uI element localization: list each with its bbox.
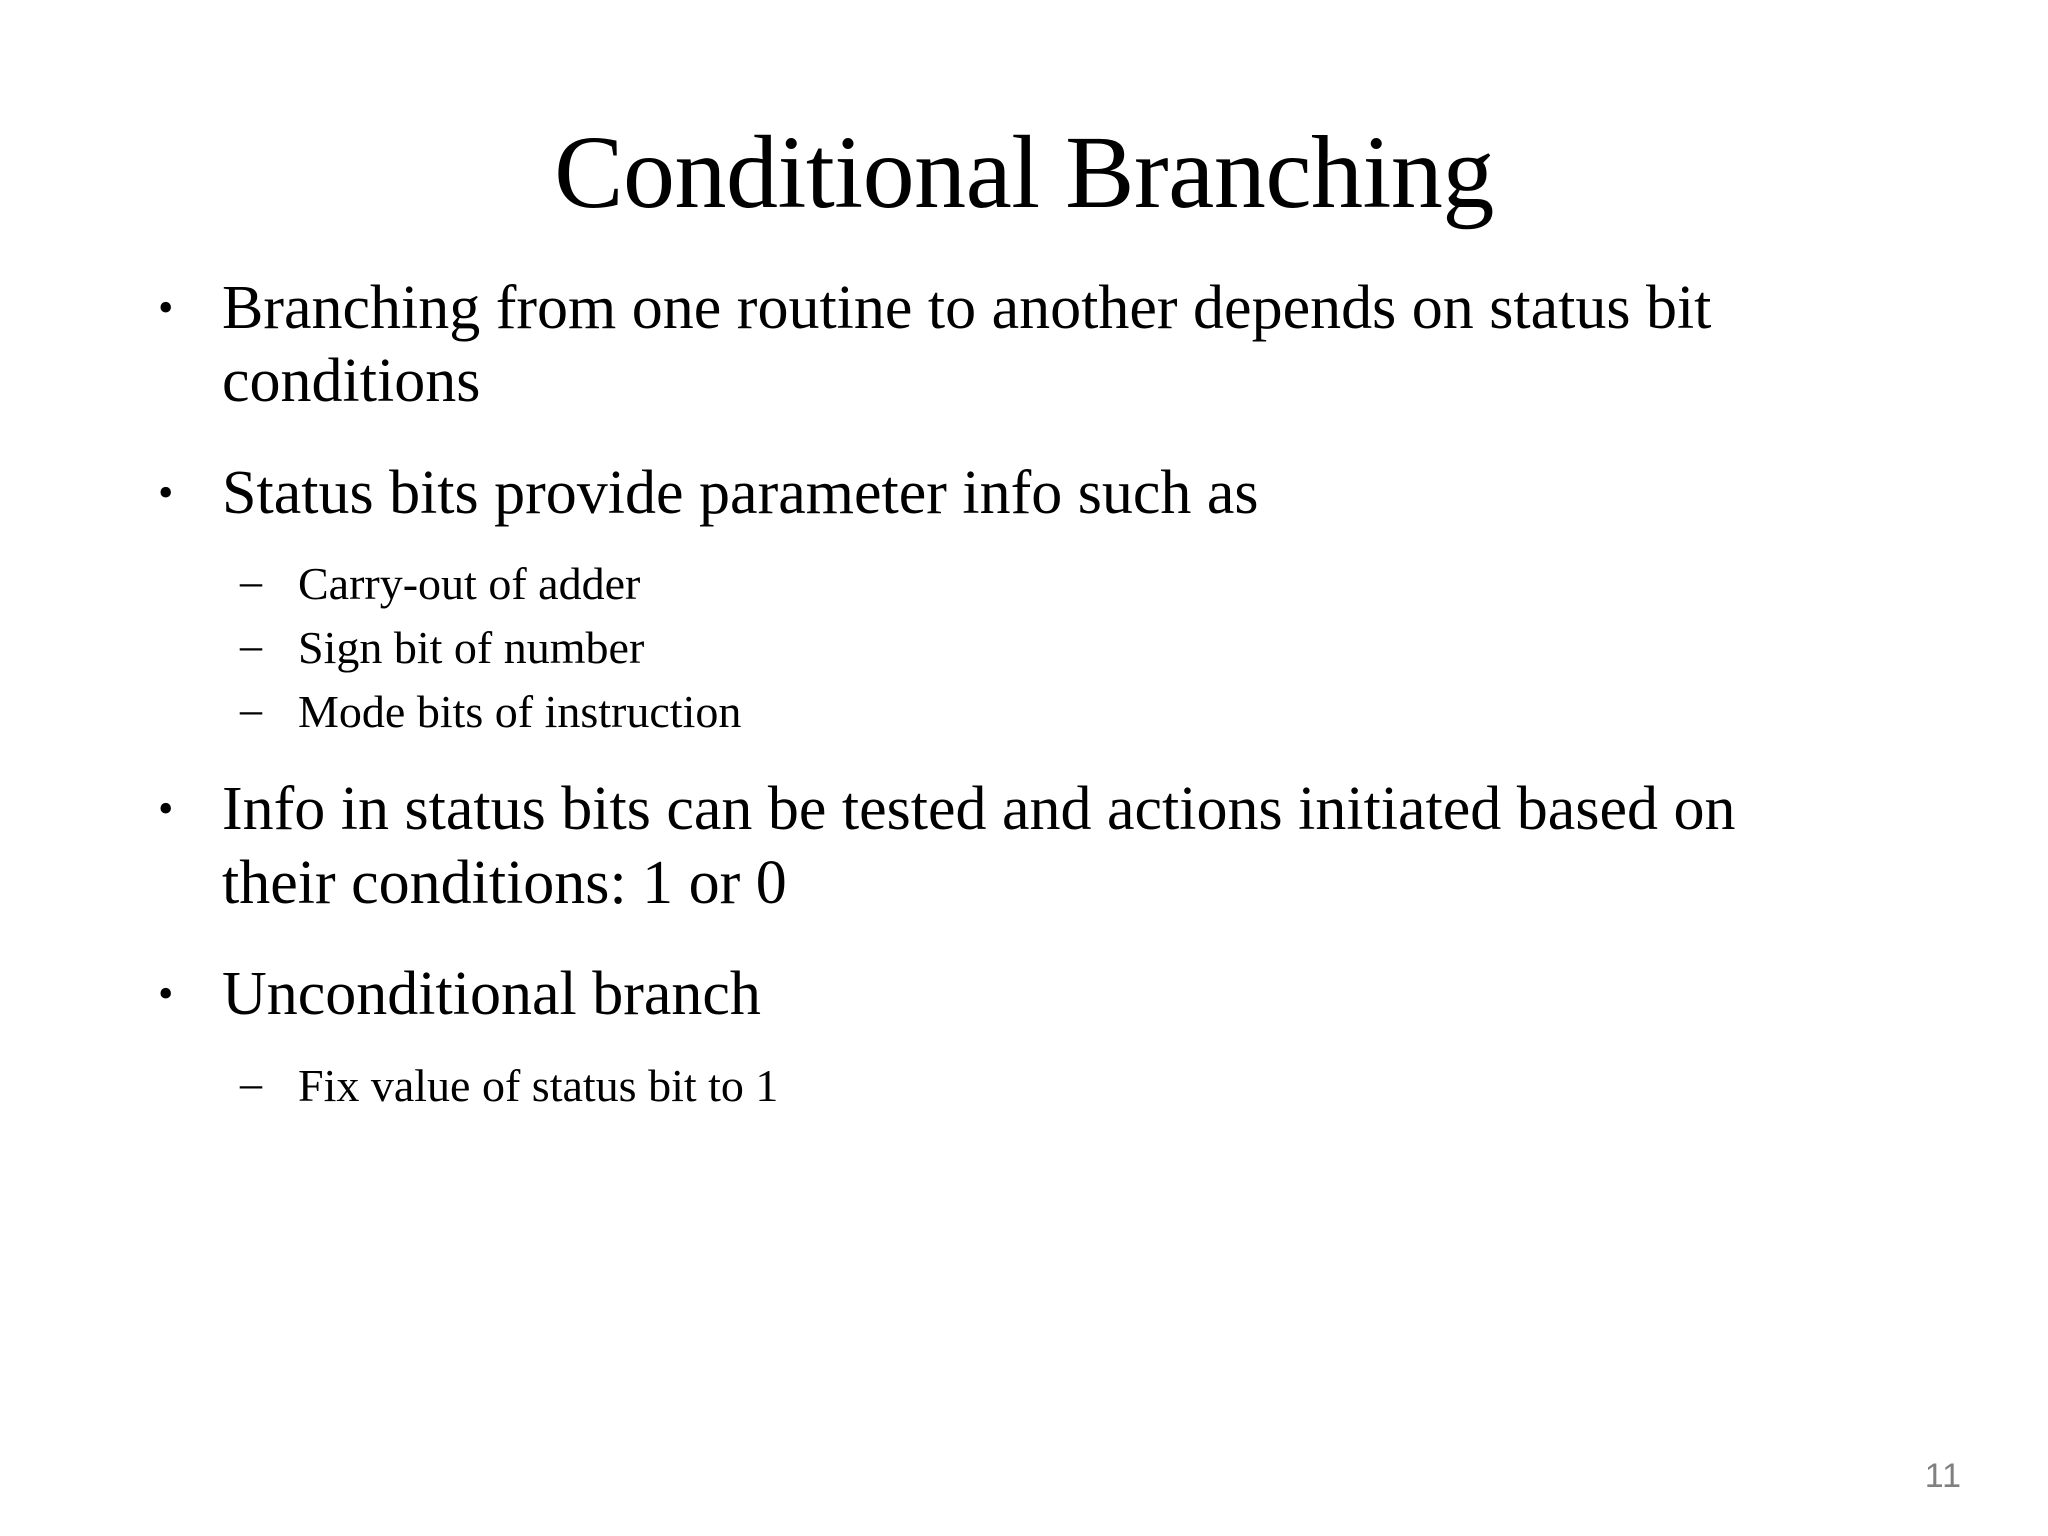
bullet-dot-icon: •	[158, 969, 174, 1019]
bullet-text: Status bits provide parameter info such …	[222, 458, 1259, 527]
slide-page-number: 11	[1924, 1457, 1962, 1495]
bullet-dash-icon: –	[240, 684, 262, 734]
bullet-dash-icon: –	[240, 557, 262, 607]
spacer	[150, 1044, 1910, 1058]
bullet-item-level1: • Branching from one routine to another …	[150, 272, 1910, 419]
bullet-item-level2: – Carry-out of adder	[150, 556, 1910, 612]
bullet-text: Carry-out of adder	[298, 558, 641, 610]
slide-body-content: • Branching from one routine to another …	[150, 272, 1910, 1121]
bullet-dash-icon: –	[240, 621, 262, 671]
spacer	[150, 932, 1910, 958]
bullet-dot-icon: •	[158, 283, 174, 332]
bullet-text: Sign bit of number	[298, 622, 645, 674]
bullet-item-level2: – Mode bits of instruction	[150, 684, 1910, 740]
bullet-dot-icon: •	[158, 784, 174, 834]
bullet-text: Branching from one routine to another de…	[222, 274, 1712, 416]
spacer	[150, 747, 1910, 773]
bullet-item-level2: – Sign bit of number	[150, 620, 1910, 676]
bullet-item-level1: • Status bits provide parameter info suc…	[150, 457, 1910, 530]
bullet-dash-icon: –	[240, 1058, 262, 1108]
bullet-text: Info in status bits can be tested and ac…	[222, 775, 1736, 917]
page-title: Conditional Branching	[554, 115, 1494, 230]
bullet-item-level1: • Info in status bits can be tested and …	[150, 773, 1910, 920]
bullet-item-level1: • Unconditional branch	[150, 958, 1910, 1031]
bullet-item-level2: – Fix value of status bit to 1	[150, 1058, 1910, 1114]
spacer	[150, 542, 1910, 556]
spacer	[150, 431, 1910, 457]
bullet-text: Fix value of status bit to 1	[298, 1059, 779, 1111]
bullet-text: Mode bits of instruction	[298, 685, 742, 737]
bullet-text: Unconditional branch	[222, 960, 761, 1029]
bullet-dot-icon: •	[158, 467, 174, 517]
